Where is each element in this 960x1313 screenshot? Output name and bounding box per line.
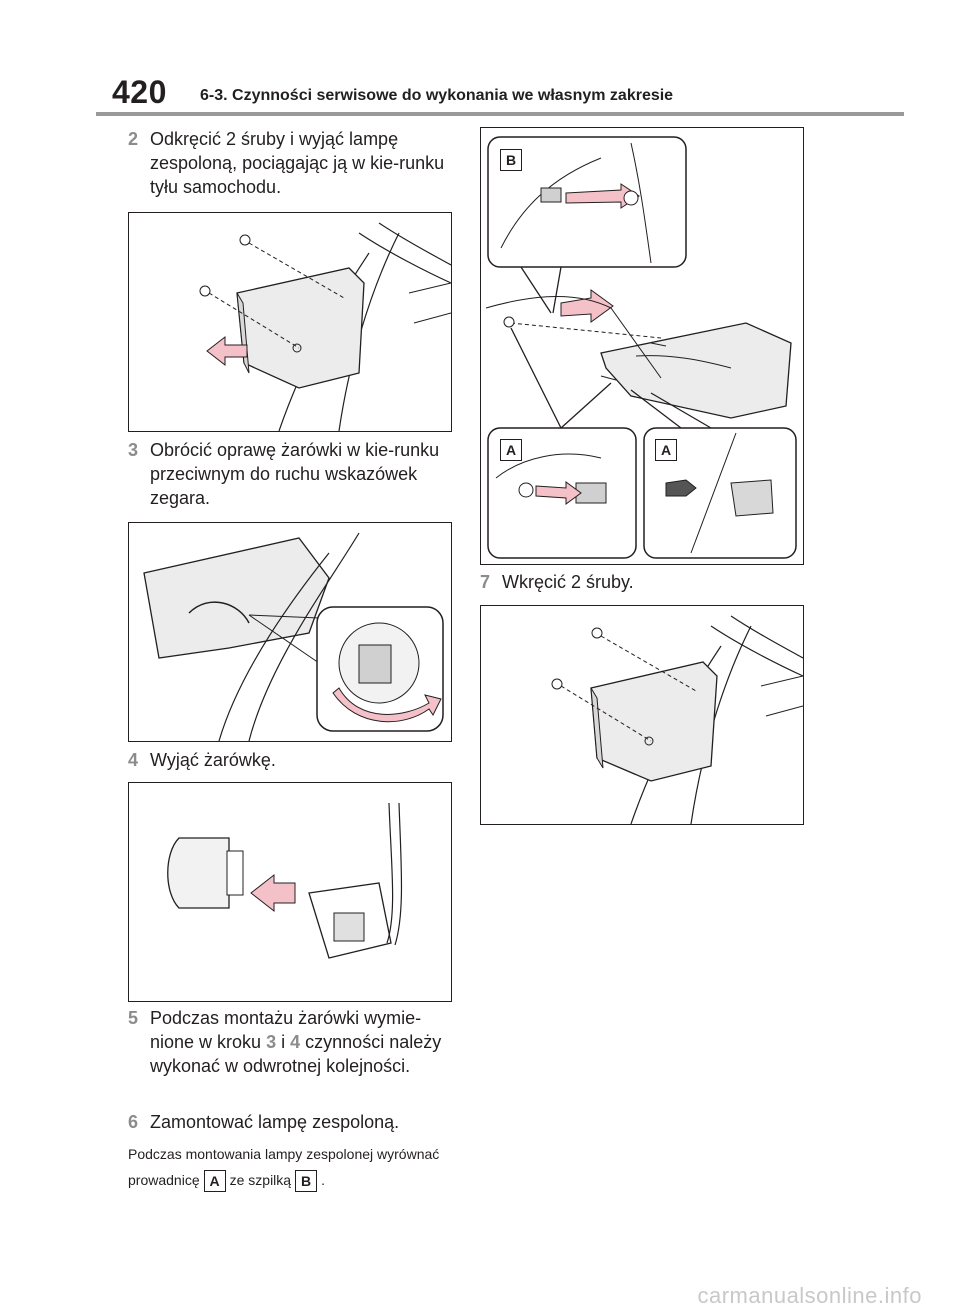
figure-rotate-socket [128, 522, 452, 742]
step-3: 3 Obrócić oprawę żarówki w kie-runku prz… [128, 438, 448, 510]
label-b: B [295, 1170, 318, 1193]
figure-label-b: B [500, 149, 522, 171]
note-text: . [321, 1172, 325, 1188]
step-text-part: Podczas montażu żarówki wymie-nione w kr… [150, 1008, 422, 1052]
figure-remove-screws [128, 212, 452, 432]
installation-note: Podczas montowania lampy zespolonej wyró… [128, 1141, 452, 1193]
figure-guide-and-pin: B A A [480, 127, 804, 565]
watermark: carmanualsonline.info [697, 1283, 922, 1308]
step-ref: 3 [266, 1032, 277, 1052]
step-text: Podczas montażu żarówki wymie-nione w kr… [150, 1006, 454, 1078]
label-a: A [203, 1170, 226, 1193]
step-number: 3 [128, 440, 139, 460]
step-text: Odkręcić 2 śruby i wyjąć lampę zespoloną… [150, 129, 445, 197]
step-text-part: czynności należy wykonać w odwrotnej kol… [150, 1032, 442, 1076]
step-text: Obrócić oprawę żarówki w kie-runku przec… [150, 440, 440, 508]
step-6: 6 Zamontować lampę zespoloną. [128, 1110, 448, 1134]
step-number: 5 [128, 1008, 139, 1028]
step-7: 7 Wkręcić 2 śruby. [480, 570, 800, 594]
step-number: 6 [128, 1112, 139, 1132]
step-text: Wkręcić 2 śruby. [502, 572, 634, 592]
step-number: 2 [128, 129, 139, 149]
step-text: Zamontować lampę zespoloną. [150, 1112, 400, 1132]
step-text-part: i [281, 1032, 286, 1052]
step-5: 5 Podczas montażu żarówki wymie-nione w … [128, 1006, 454, 1078]
figure-label-a: A [655, 439, 677, 461]
figure-label-a: A [500, 439, 522, 461]
step-text: Wyjąć żarówkę. [150, 750, 276, 770]
page-number: 420 [112, 74, 167, 110]
figure-install-screws [480, 605, 804, 825]
header-rule [96, 112, 904, 116]
step-ref: 4 [290, 1032, 301, 1052]
step-2: 2 Odkręcić 2 śruby i wyjąć lampę zespolo… [128, 127, 448, 199]
step-4: 4 Wyjąć żarówkę. [128, 748, 448, 772]
step-number: 4 [128, 750, 139, 770]
figure-remove-bulb [128, 782, 452, 1002]
step-number: 7 [480, 572, 491, 592]
section-title: 6-3. Czynności serwisowe do wykonania we… [200, 87, 674, 104]
note-text: ze szpilką [229, 1172, 292, 1188]
note-text: Podczas montowania lampy zespolonej wyró… [128, 1146, 440, 1188]
